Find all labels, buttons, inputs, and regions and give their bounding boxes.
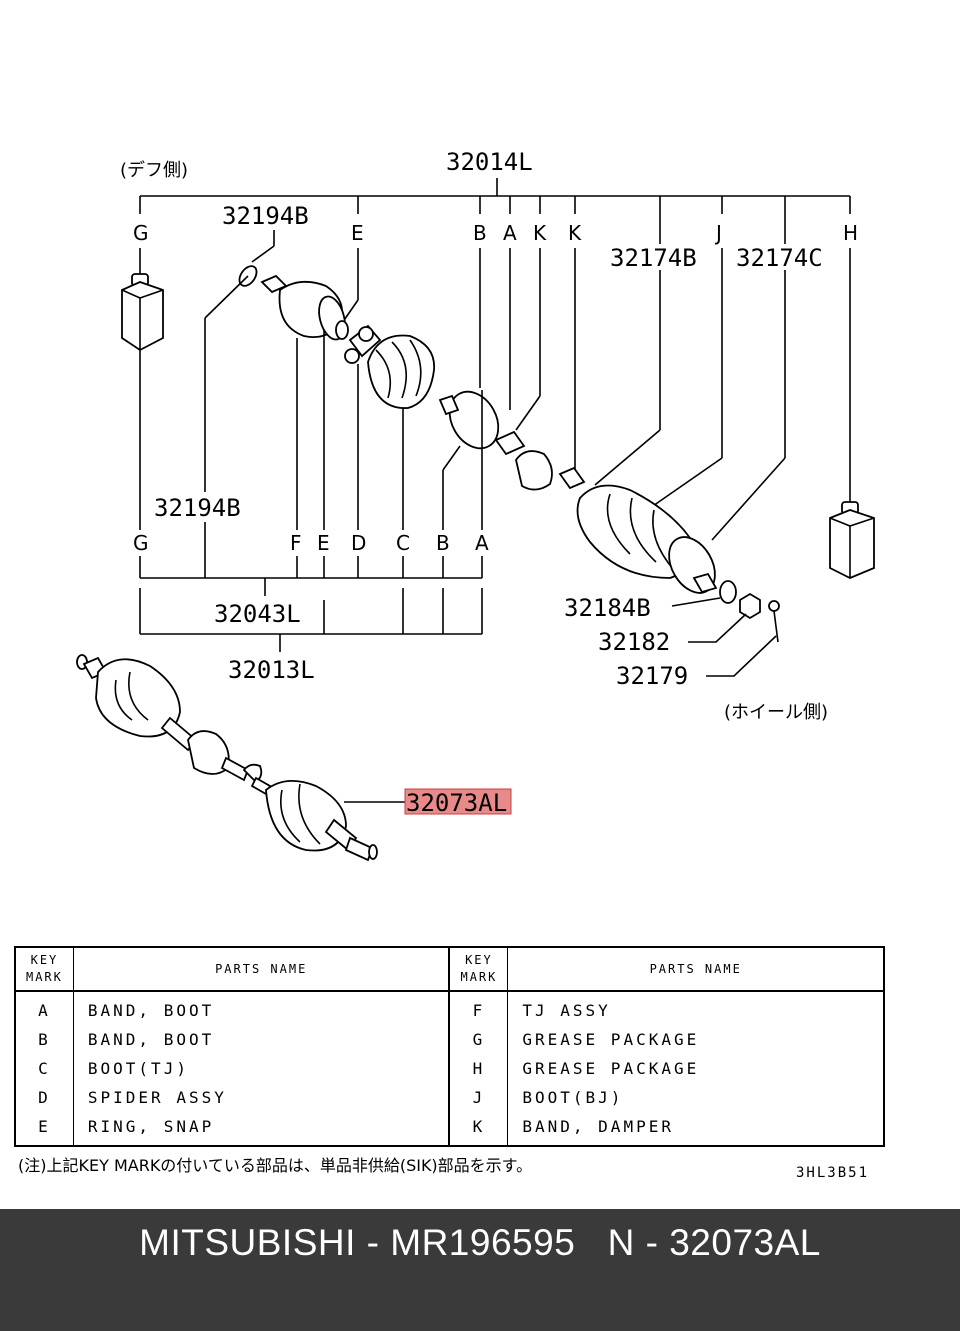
key-mark-cell: D bbox=[15, 1083, 74, 1112]
key-mark-cell: C bbox=[15, 1054, 74, 1083]
part-number-32194B-mid[interactable]: 32194B bbox=[154, 494, 241, 522]
part-number-32184B[interactable]: 32184B bbox=[564, 594, 651, 622]
table-row: A BAND, BOOT F TJ ASSY bbox=[15, 991, 884, 1025]
cotter-pin-32179[interactable] bbox=[768, 600, 780, 643]
part-number-32073AL[interactable]: 32073AL bbox=[406, 789, 507, 817]
parts-name-cell: TJ ASSY bbox=[522, 1001, 611, 1020]
parts-name-header-right: PARTS NAME bbox=[507, 947, 884, 992]
key-mark-header-right: KEY MARK bbox=[449, 947, 509, 992]
key-mark-cell: H bbox=[449, 1054, 509, 1083]
parts-name-cell: BAND, DAMPER bbox=[522, 1117, 674, 1136]
key-letter-k-top-1: K bbox=[533, 221, 547, 245]
key-mark-header-left: KEY MARK bbox=[15, 947, 74, 992]
key-letter-g-top: G bbox=[133, 221, 149, 245]
diagram-code: 3HL3B51 bbox=[796, 1165, 870, 1181]
key-mark-cell: G bbox=[449, 1025, 509, 1054]
nut-32182[interactable] bbox=[739, 592, 761, 620]
part-number-32013L[interactable]: 32013L bbox=[228, 656, 315, 684]
parts-name-header-left: PARTS NAME bbox=[73, 947, 451, 992]
key-letter-a-top: A bbox=[503, 221, 517, 245]
footer-title: MITSUBISHI - MR196595 N - 32073AL bbox=[139, 1222, 821, 1263]
key-letter-c-bottom: C bbox=[396, 531, 410, 555]
footer-bar bbox=[0, 1209, 960, 1331]
part-number-32179[interactable]: 32179 bbox=[616, 662, 688, 690]
part-number-32174C[interactable]: 32174C bbox=[736, 244, 823, 272]
drive-shaft-assembly[interactable] bbox=[76, 654, 378, 862]
key-letter-k-top-2: K bbox=[568, 221, 582, 245]
table-row: E RING, SNAP K BAND, DAMPER bbox=[15, 1112, 884, 1146]
key-mark-cell: F bbox=[449, 991, 509, 1025]
diff-side-label: (デフ側) bbox=[120, 160, 188, 181]
part-number-32194B-top[interactable]: 32194B bbox=[222, 202, 309, 230]
key-mark-cell: A bbox=[15, 991, 74, 1025]
parts-name-cell: GREASE PACKAGE bbox=[522, 1030, 700, 1049]
parts-name-cell: BOOT(TJ) bbox=[73, 1054, 451, 1083]
grease-package-h[interactable] bbox=[829, 501, 875, 579]
key-letter-g-bottom: G bbox=[133, 531, 149, 555]
part-number-32014L[interactable]: 32014L bbox=[446, 148, 533, 176]
table-row: C BOOT(TJ) H GREASE PACKAGE bbox=[15, 1054, 884, 1083]
spider-assy-d[interactable] bbox=[344, 324, 382, 364]
washer-32184b[interactable] bbox=[719, 580, 737, 604]
parts-name-cell: BAND, BOOT bbox=[73, 991, 451, 1025]
key-letter-d-bottom: D bbox=[351, 531, 366, 555]
part-number-32182[interactable]: 32182 bbox=[598, 628, 670, 656]
parts-name-cell: GREASE PACKAGE bbox=[522, 1059, 700, 1078]
table-row: D SPIDER ASSY J BOOT(BJ) bbox=[15, 1083, 884, 1112]
part-number-32043L[interactable]: 32043L bbox=[214, 600, 301, 628]
wheel-side-label: (ホイール側) bbox=[724, 702, 828, 723]
key-letter-h-top: H bbox=[843, 221, 858, 245]
part-number-32174B[interactable]: 32174B bbox=[610, 244, 697, 272]
key-letter-f-bottom: F bbox=[290, 531, 302, 555]
key-letter-b-bottom: B bbox=[436, 531, 450, 555]
boot-bj-j[interactable] bbox=[576, 484, 725, 601]
key-mark-cell: J bbox=[449, 1083, 509, 1112]
key-mark-cell: K bbox=[449, 1112, 509, 1146]
parts-diagram: (デフ側) 32014L 32194B 32174B 32174C G E B … bbox=[76, 148, 875, 862]
highlight-box bbox=[404, 788, 512, 815]
parts-name-cell: BOOT(BJ) bbox=[522, 1088, 624, 1107]
band-boot-b[interactable] bbox=[438, 383, 508, 457]
key-letter-e-top: E bbox=[351, 221, 364, 245]
parts-name-cell: BAND, BOOT bbox=[73, 1025, 451, 1054]
footnote: (注)上記KEY MARKの付いている部品は、単品非供給(SIK)部品を示す。 bbox=[18, 1156, 533, 1175]
key-letter-b-top: B bbox=[473, 221, 487, 245]
table-header-row: KEY MARK PARTS NAME KEY MARK PARTS NAME bbox=[15, 947, 884, 992]
tj-assy-f[interactable] bbox=[236, 263, 349, 342]
band-damper-k[interactable] bbox=[494, 430, 586, 491]
key-mark-cell: E bbox=[15, 1112, 74, 1146]
key-mark-cell: B bbox=[15, 1025, 74, 1054]
parts-name-cell: RING, SNAP bbox=[73, 1112, 451, 1146]
key-letter-a-bottom: A bbox=[475, 531, 489, 555]
parts-table: KEY MARK PARTS NAME KEY MARK PARTS NAME … bbox=[14, 946, 885, 1147]
boot-tj-c[interactable] bbox=[367, 334, 435, 409]
table-row: B BAND, BOOT G GREASE PACKAGE bbox=[15, 1025, 884, 1054]
parts-name-cell: SPIDER ASSY bbox=[73, 1083, 451, 1112]
key-letter-j-top: J bbox=[714, 221, 722, 245]
grease-package-g[interactable] bbox=[121, 273, 164, 352]
key-letter-e-bottom: E bbox=[317, 531, 330, 555]
